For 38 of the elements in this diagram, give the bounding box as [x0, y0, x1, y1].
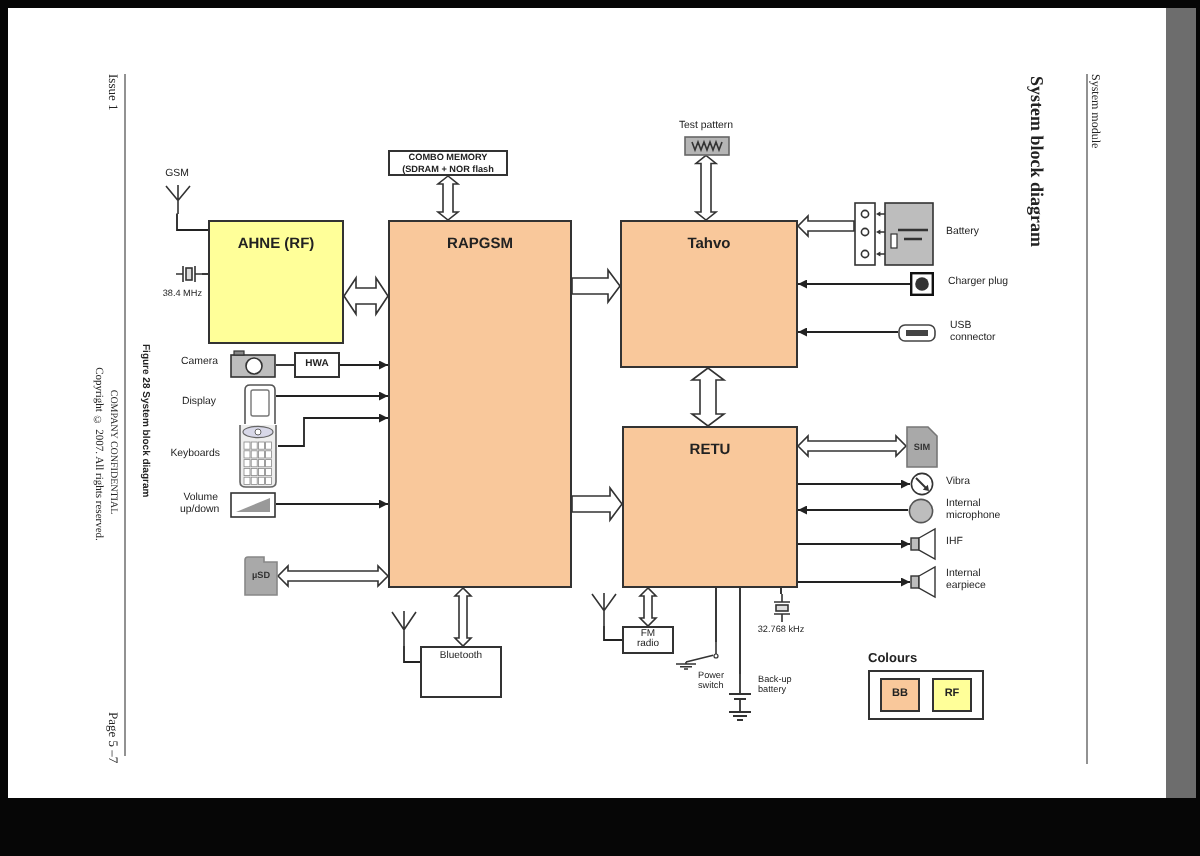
component-box: [420, 646, 502, 698]
double-bus-arrow: [276, 564, 390, 588]
connector-line: [603, 625, 623, 641]
arrow: [275, 391, 389, 401]
double-bus-arrow: [796, 434, 908, 458]
double-bus-arrow: [343, 275, 389, 317]
bus-arrow: [571, 267, 621, 305]
chip-block: [620, 220, 798, 368]
bus-arrow: [796, 214, 855, 238]
double-bus-arrow: [435, 174, 461, 222]
connector-line: [403, 645, 421, 663]
chip-block: [208, 220, 344, 344]
chip-block: [622, 426, 798, 588]
arrow: [797, 327, 899, 337]
double-bus-arrow: [693, 154, 719, 222]
component-box: [294, 352, 340, 378]
connector-line: [715, 587, 717, 643]
component-box: [622, 626, 674, 654]
double-bus-arrow: [453, 586, 473, 648]
chip-block: [388, 220, 572, 588]
bus-arrow: [571, 485, 623, 523]
arrow: [797, 505, 909, 515]
arrow: [277, 413, 389, 447]
connector-line: [275, 364, 295, 366]
arrow: [339, 360, 389, 370]
double-bus-arrow: [638, 586, 658, 628]
connector-line: [780, 587, 782, 595]
component-box: [388, 150, 508, 176]
arrow: [797, 539, 911, 549]
double-bus-arrow: [689, 367, 727, 427]
arrow: [797, 577, 911, 587]
arrow: [797, 279, 911, 289]
arrow: [275, 499, 389, 509]
connector-line: [176, 212, 209, 231]
page-title: System block diagram: [1027, 76, 1045, 247]
connector-line: [201, 273, 209, 275]
connector-line: [739, 587, 741, 675]
arrow: [797, 479, 911, 489]
